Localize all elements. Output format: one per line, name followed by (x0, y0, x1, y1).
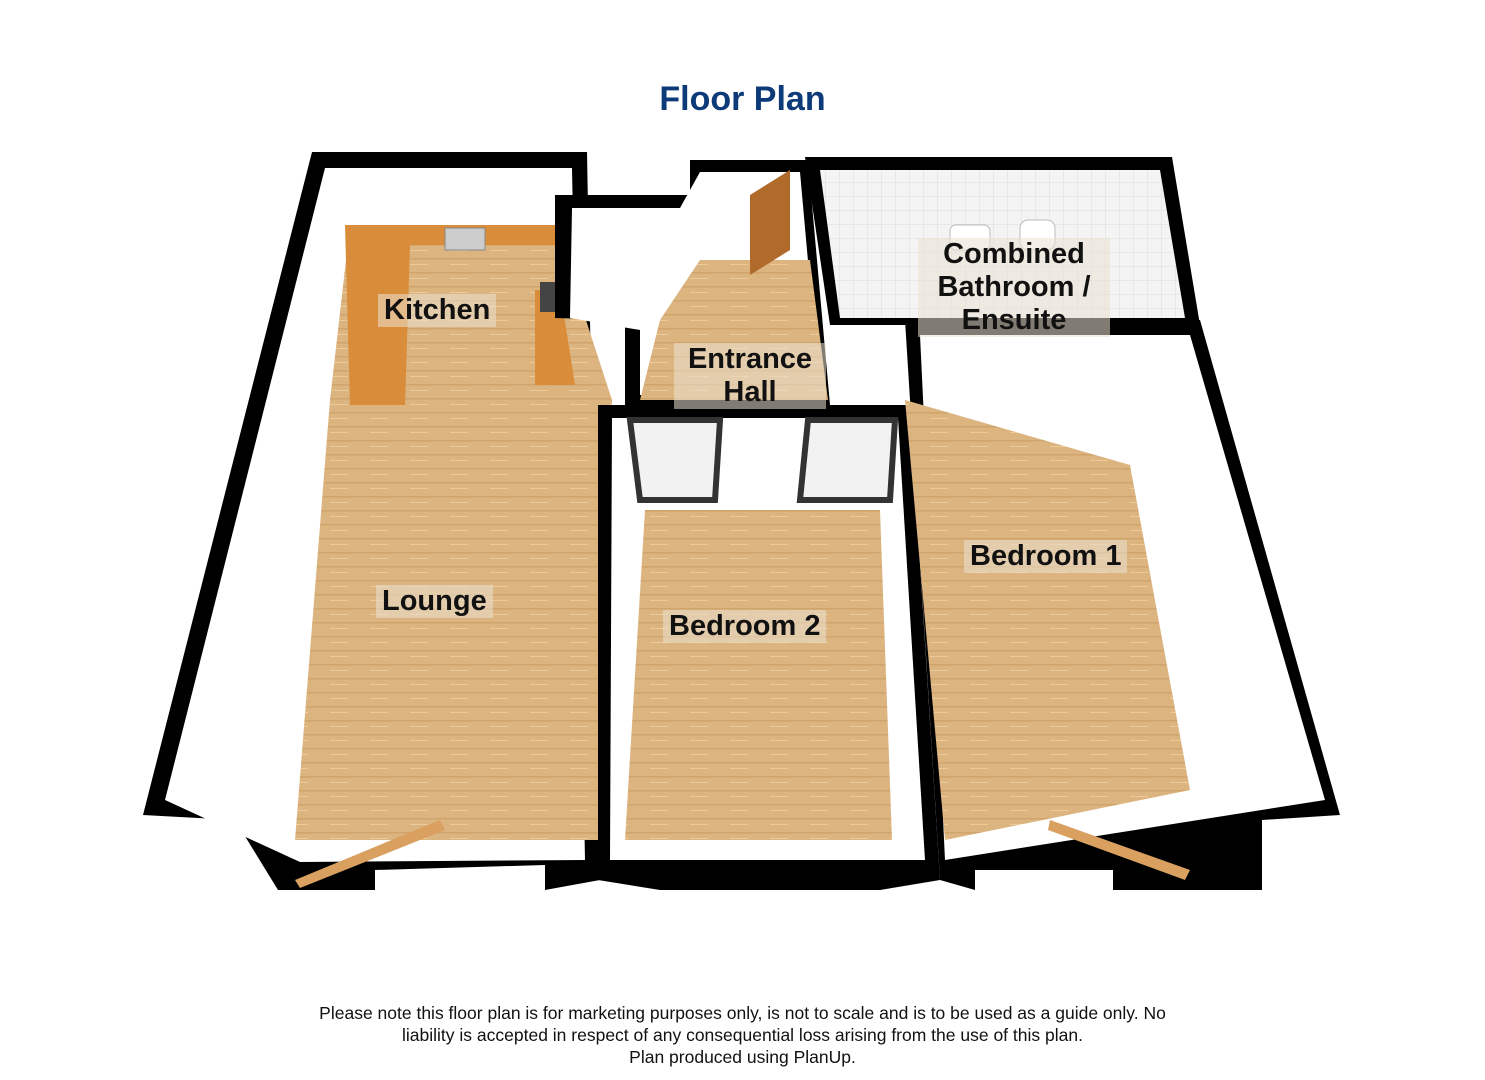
room-label-bedroom-1: Bedroom 1 (964, 540, 1128, 573)
room-label-line: Hall (723, 376, 777, 408)
room-label-lounge: Lounge (376, 585, 493, 618)
page-title: Floor Plan (659, 80, 826, 118)
front-door-icon (750, 170, 790, 275)
hob-icon (540, 282, 558, 312)
disclaimer-line: Please note this floor plan is for marke… (319, 1003, 1166, 1023)
room-label-bathroom: Combined Bathroom / Ensuite (918, 238, 1110, 337)
door-icon (1048, 820, 1190, 880)
kitchen-counter (345, 225, 558, 405)
bedroom-2-room (598, 405, 940, 890)
door-icon (295, 820, 445, 888)
disclaimer: Please note this floor plan is for marke… (0, 1002, 1485, 1068)
bedroom-1-room (905, 320, 1340, 890)
disclaimer-line: liability is accepted in respect of any … (402, 1025, 1083, 1045)
room-label-entrance-hall: Entrance Hall (674, 343, 826, 409)
room-label-line: Entrance (687, 343, 813, 375)
sink-icon (444, 227, 486, 251)
disclaimer-line: Plan produced using PlanUp. (629, 1047, 856, 1067)
room-label-line: Bathroom / (937, 271, 1091, 303)
room-label-line: Ensuite (961, 304, 1067, 336)
room-label-kitchen: Kitchen (378, 294, 497, 327)
room-label-bedroom-2: Bedroom 2 (663, 610, 827, 643)
lounge-kitchen-room (143, 152, 612, 890)
room-label-line: Combined (943, 238, 1085, 270)
